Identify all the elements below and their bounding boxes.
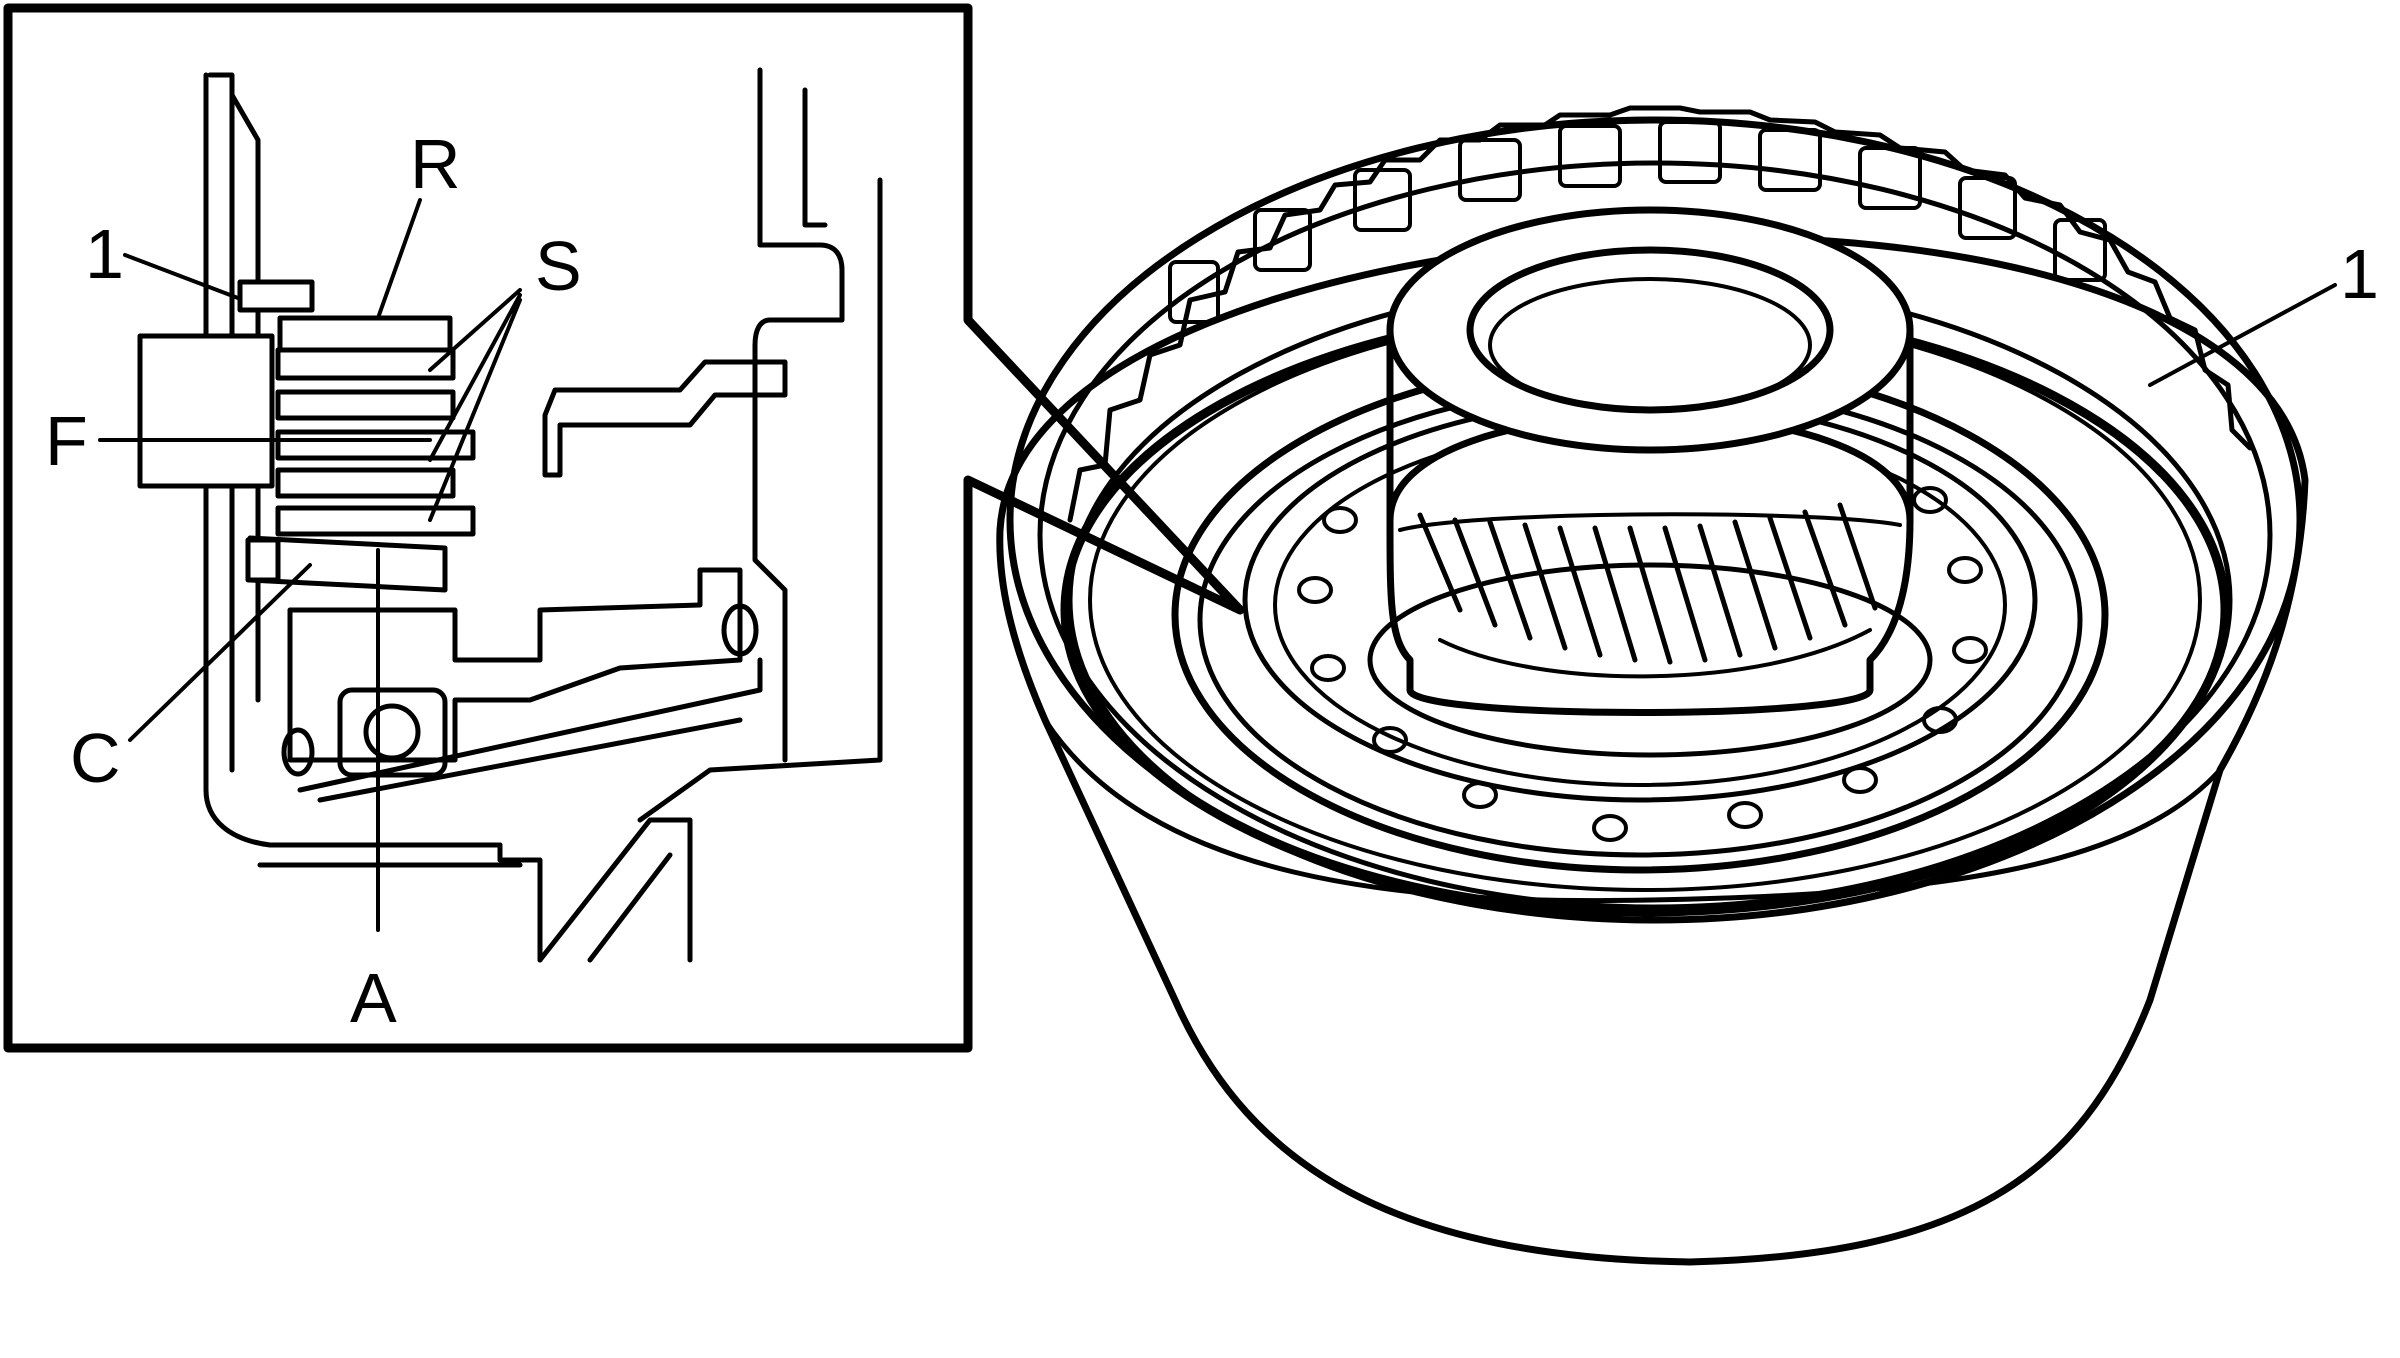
- splined-input-shaft: [1367, 206, 1933, 758]
- label-apply-piston: A: [350, 959, 397, 1037]
- callout-labels: R 1 S F C A 1: [45, 125, 2379, 1037]
- leader-steel-plates: [428, 288, 522, 522]
- label-steel-plates: S: [535, 227, 582, 305]
- label-snap-ring-housing: 1: [2340, 235, 2379, 313]
- leader-retainer: [376, 198, 422, 320]
- drum-top-lip-inner: [1037, 160, 2273, 910]
- label-clutch-plate: C: [70, 719, 121, 797]
- label-retainer: R: [410, 125, 461, 203]
- inset-cross-section: [3, 3, 1245, 1053]
- inset-frame: [3, 3, 1245, 1053]
- drum-lower-rim: [1042, 717, 2223, 904]
- label-snap-ring-inset: 1: [85, 215, 124, 293]
- leader-snap-ring-inset: [123, 253, 240, 300]
- leader-snap-ring-housing: [2148, 283, 2337, 387]
- label-friction-plates: F: [45, 402, 88, 480]
- drum-spline-teeth: [1067, 105, 2253, 523]
- piston-holes: [1297, 486, 1988, 842]
- leader-clutch-plate: [128, 563, 312, 742]
